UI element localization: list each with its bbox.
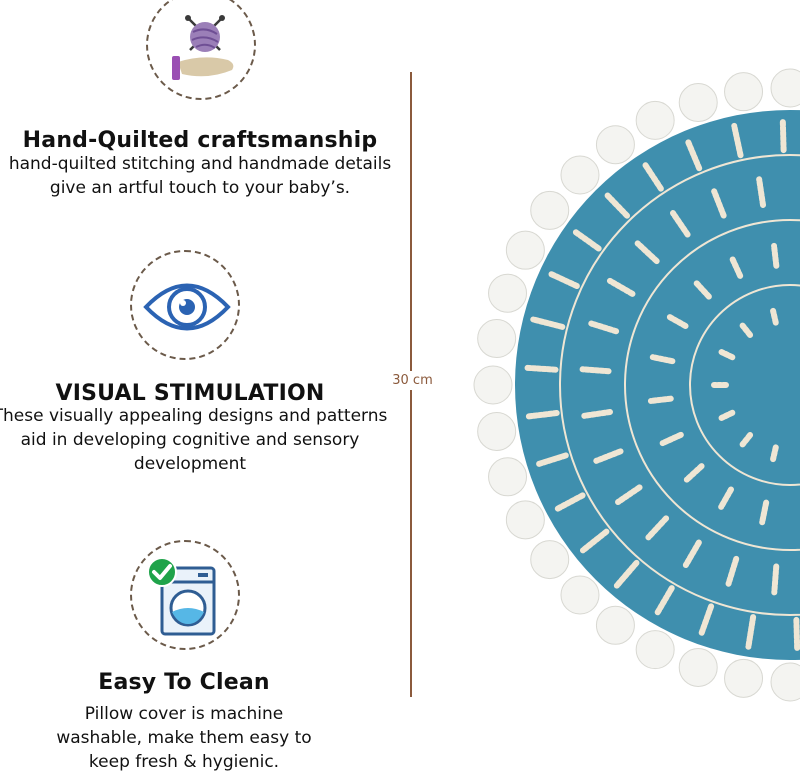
tassel [505,230,545,270]
leaf-stitch [771,242,780,269]
icon-ring [130,250,240,360]
leaf-stitch [683,463,705,483]
tassel [678,647,718,687]
leaf-stitch [739,432,754,448]
icon-ring [130,540,240,650]
pillow-body [515,110,800,660]
tassel [724,72,764,112]
leaf-stitch [669,210,691,238]
leaf-stitch [739,322,754,338]
feature-description: These visually appealing designs and pat… [0,406,388,474]
leaf-stitch [731,122,744,159]
stitch-ring [624,219,800,551]
leaf-stitch [606,277,636,297]
leaf-stitch [711,188,727,219]
leaf-stitch [793,616,800,653]
tassel [635,630,675,670]
tassel [530,540,570,580]
leaf-stitch [718,486,734,510]
leaf-stitch [534,452,569,468]
leaf-stitch [641,160,664,192]
product-image [440,0,800,769]
feature-title: Hand-Quilted craftsmanship [22,128,378,153]
tassel [595,125,635,165]
feature-description: hand-quilted stitching and handmade deta… [8,154,392,198]
leaf-stitch [725,555,740,587]
leaf-stitch [692,278,712,300]
tassel [678,83,718,123]
leaf-stitch [546,270,580,290]
leaf-stitch [523,410,560,420]
washing-machine-check-icon [147,557,216,636]
leaf-stitch [649,354,676,365]
tassel [595,605,635,645]
tassel [770,662,800,702]
leaf-stitch [522,364,559,373]
feature-easy-to-clean: Easy To Clean Pillow cover is machine wa… [0,540,400,772]
feature-description: Pillow cover is machine washable, make t… [56,704,312,772]
feature-title: VISUAL STIMULATION [55,381,325,406]
leaf-stitch [634,240,660,265]
leaf-stitch [581,408,614,419]
leaf-stitch [718,349,736,361]
leaf-stitch [682,539,702,569]
measurement-label: 30 cm [385,371,440,390]
leaf-stitch [579,528,610,554]
tassel [770,68,800,108]
eye-icon [143,283,231,331]
feature-hand-quilted: Hand-Quilted craftsmanship hand-quilted … [0,0,400,210]
tassel [477,411,517,451]
leaf-stitch [579,366,612,375]
leaf-stitch [530,316,566,330]
leaf-stitch [684,137,703,172]
tassel [488,457,528,497]
tassel [635,100,675,140]
tassel [477,319,517,359]
tassel [488,273,528,313]
leaf-stitch [728,254,744,279]
stitch-ring [559,154,800,616]
leaf-stitch [745,614,757,650]
leaf-stitch [659,431,684,447]
leaf-stitch [603,191,631,219]
leaf-stitch [770,307,779,326]
leaf-stitch [698,603,715,638]
tassel [473,365,513,405]
leaf-stitch [653,585,675,618]
leaf-stitch [553,492,586,513]
leaf-stitch [645,515,670,541]
tassel [724,658,764,698]
tassel [505,500,545,540]
leaf-stitch [771,563,780,596]
tassel [560,155,600,195]
leaf-stitch [759,499,770,526]
leaf-stitch [779,117,787,154]
tassel [530,190,570,230]
leaf-stitch [756,176,767,209]
leaf-stitch [647,395,674,404]
leaf-stitch [665,313,689,329]
round-pillow-illustration [473,68,800,702]
leaf-stitch [615,484,643,506]
icon-ring [146,0,256,100]
leaf-stitch [571,228,602,252]
feature-title: Easy To Clean [98,670,270,695]
leaf-stitch [593,448,624,464]
leaf-stitch [588,320,620,335]
leaf-stitch [770,444,779,463]
leaf-stitch [613,559,640,589]
stitch-ring [689,284,800,486]
yarn-hand-icon [172,15,234,80]
tassel [560,575,600,615]
leaf-stitch [718,409,736,421]
feature-visual-stimulation: VISUAL STIMULATION These visually appeal… [0,250,400,480]
